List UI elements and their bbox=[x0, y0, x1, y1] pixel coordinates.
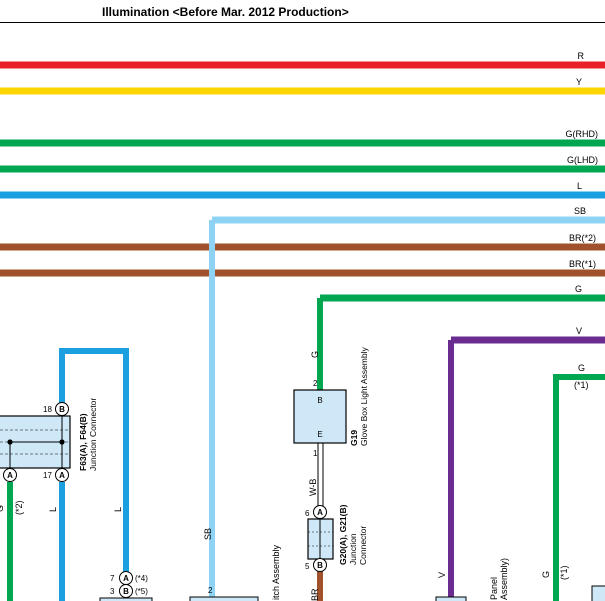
bus-wire-label: BR(*2) bbox=[569, 233, 596, 243]
f63-code: F63(A), F64(B) bbox=[78, 413, 88, 471]
g20-name-2: Connector bbox=[358, 526, 368, 565]
pin-7-note: (*4) bbox=[135, 574, 148, 583]
pin-7-group: 7 A (*4) bbox=[110, 571, 148, 585]
g-lower-note: (*1) bbox=[559, 565, 569, 580]
lower-connector-mid bbox=[189, 596, 259, 601]
g20-name-1: Junction bbox=[348, 533, 358, 565]
g19-wire-in-label: G bbox=[310, 351, 320, 358]
f63-pin-bottom-letter: A bbox=[59, 471, 65, 480]
junction-connector-f63: B 18 A 17 A F63(A), F64(B) Junction Conn… bbox=[0, 398, 98, 482]
f63-pin-top-letter: B bbox=[59, 405, 65, 414]
f63-left-note: (*2) bbox=[14, 500, 24, 515]
g20-code: G20(A), G21(B) bbox=[338, 504, 348, 565]
bus-wire-label: G(LHD) bbox=[567, 155, 598, 165]
l-loop-wire bbox=[59, 348, 129, 572]
f63-name: Junction Connector bbox=[88, 398, 98, 471]
junction-connector-g20: 6 A 5 B G20(A), G21(B) Junction Connecto… bbox=[305, 504, 368, 601]
bus-wire-label: BR(*1) bbox=[569, 259, 596, 269]
bus-wires: R Y G(RHD) G(LHD) L SB BR(*2) BR(*1) G V bbox=[0, 51, 605, 344]
f63-pin-18: 18 bbox=[43, 405, 52, 414]
pin-18-badge bbox=[55, 402, 69, 416]
f63-pin-17: 17 bbox=[43, 471, 52, 480]
l-down-wire-label: L bbox=[48, 507, 58, 512]
lower-connector-right bbox=[591, 585, 605, 601]
bus-wire-label: Y bbox=[576, 77, 582, 87]
f63-left-wire-label: G bbox=[0, 505, 5, 512]
pin-3-letter: B bbox=[123, 587, 129, 596]
bus-wire-label: G bbox=[575, 284, 582, 294]
g-lower-wire-label: G bbox=[541, 571, 551, 578]
g-wire-lower bbox=[553, 374, 605, 601]
sb-wire-label: SB bbox=[203, 528, 213, 540]
bus-wire-label: R bbox=[578, 51, 585, 61]
sb-pin: 2 bbox=[208, 586, 213, 595]
pin-7-letter: A bbox=[123, 574, 129, 583]
page-title: Illumination <Before Mar. 2012 Productio… bbox=[102, 5, 349, 19]
bus-wire-label: SB bbox=[574, 206, 586, 216]
g19-wire-out-label: W-B bbox=[308, 479, 318, 496]
g19-pin-e: E bbox=[317, 430, 322, 439]
bus-wire-label: L bbox=[577, 181, 582, 191]
f63-pin-left-letter: A bbox=[7, 471, 13, 480]
g19-name: Glove Box Light Assembly bbox=[359, 347, 369, 446]
g20-pin-top: 6 bbox=[305, 509, 310, 518]
panel-label-1: Panel bbox=[489, 577, 499, 600]
switch-assembly-label: itch Assembly bbox=[271, 544, 281, 600]
g19-pin-b: B bbox=[317, 396, 322, 405]
pin-a-left-badge bbox=[3, 468, 17, 482]
pin-3-group: 3 B (*5) bbox=[110, 584, 148, 598]
panel-label-2: Assembly) bbox=[499, 558, 509, 600]
g-top-label: G bbox=[578, 363, 585, 373]
g20-pin-bottom: 5 bbox=[305, 562, 310, 571]
l-loop-wire-label: L bbox=[113, 507, 123, 512]
g19-pin-top: 2 bbox=[313, 379, 318, 388]
lower-connector-left bbox=[99, 597, 153, 601]
v-wire-label: V bbox=[437, 572, 447, 578]
g20-pin-top-letter: A bbox=[317, 508, 323, 517]
glove-box-light-g19: G 2 B E 1 G19 Glove Box Light Assembly W… bbox=[293, 347, 369, 496]
g20-pin-bottom-letter: B bbox=[317, 561, 323, 570]
lower-connector-v bbox=[435, 596, 467, 601]
bus-wire-label: V bbox=[576, 326, 582, 336]
title-rule bbox=[0, 22, 605, 23]
bus-wire-label: G(RHD) bbox=[566, 129, 599, 139]
pin-17-badge bbox=[55, 468, 69, 482]
g19-code: G19 bbox=[349, 430, 359, 446]
g19-pin-bottom: 1 bbox=[313, 449, 318, 458]
br-wire-label: BR bbox=[310, 588, 320, 601]
pin-3-num: 3 bbox=[110, 587, 115, 596]
pin-3-note: (*5) bbox=[135, 587, 148, 596]
g-top-note: (*1) bbox=[574, 380, 589, 390]
pin-7-num: 7 bbox=[110, 574, 115, 583]
g19-body bbox=[293, 389, 347, 444]
